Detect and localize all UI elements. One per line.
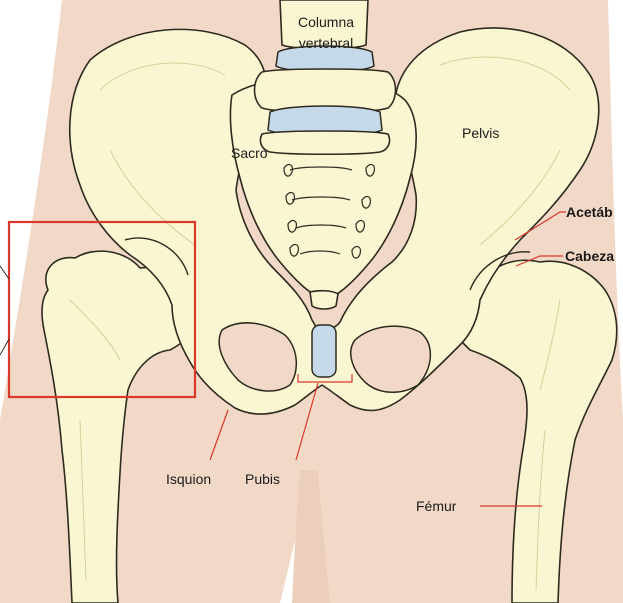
coccyx xyxy=(310,291,338,309)
label-pelvis: Pelvis xyxy=(462,125,499,141)
label-femur: Fémur xyxy=(416,498,457,514)
label-pubis: Pubis xyxy=(245,471,280,487)
label-cabeza: Cabeza xyxy=(565,248,614,264)
pubic-symphysis xyxy=(312,325,336,377)
highlight-pointer-lines xyxy=(0,266,9,355)
label-sacro: Sacro xyxy=(231,145,268,161)
label-acetabulo: Acetáb xyxy=(566,204,613,220)
label-isquion: Isquion xyxy=(166,471,211,487)
label-columna-line2: vertebral xyxy=(299,35,353,51)
label-columna-line1: Columna xyxy=(298,14,354,30)
